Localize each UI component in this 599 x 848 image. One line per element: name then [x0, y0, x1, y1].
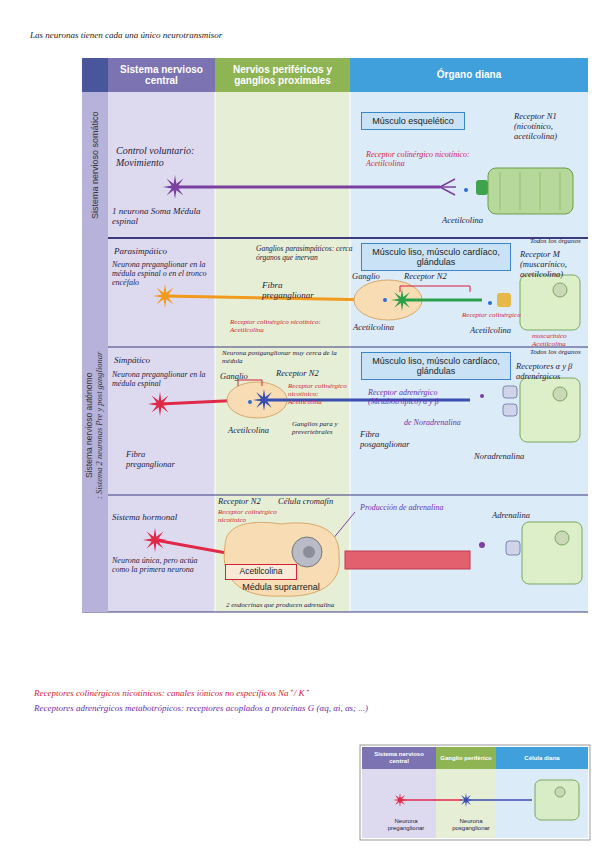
annotation-label: Receptor M (muscarínico, acetilcolina) [520, 250, 588, 279]
annotation-label: Receptor N1 (nicotínico, acetilcolina) [514, 112, 588, 141]
annotation-label: Acetilcolina [353, 323, 409, 333]
annotation-label: Simpático [114, 355, 204, 365]
inset-header: Célula diana [496, 747, 588, 769]
annotation-label: Acetilcolina [470, 326, 526, 336]
inset-header: Ganglio periférico [436, 747, 496, 769]
annotation-label: Neurona única, pero actúa como la primer… [112, 556, 210, 574]
annotation-label: Sistema hormonal [112, 512, 212, 522]
chromaffin-cell [292, 537, 322, 567]
annotation-label: Neurona preganglionar [380, 818, 432, 832]
annotation-label: Receptor N2 [276, 369, 336, 379]
organ-box: Músculo esquelético [361, 112, 465, 130]
node-text: Ganglio periférico [440, 755, 491, 762]
hormonal-path [143, 512, 582, 584]
annotation-label: Receptor colinérgico nicotínico: Acetilc… [230, 318, 350, 334]
row-line [108, 495, 588, 496]
annotation-label: Fibra preganglionar [126, 450, 196, 470]
annotation-label: Neurona postganglionar muy cerca de la m… [222, 349, 346, 365]
row-line [108, 347, 588, 348]
row-header: Sistema nervioso autónomo: Sistema 2 neu… [82, 238, 108, 612]
organ-box: Músculo liso, músculo cardíaco, glándula… [361, 243, 511, 271]
column-header: Órgano diana [350, 58, 588, 92]
annotation-label: 1 neurona Soma Médula espinal [112, 206, 212, 227]
annotation-label: Fibra preganglionar [262, 280, 332, 301]
column-line [215, 92, 216, 612]
row-line [82, 612, 588, 613]
node-text: Nervios periféricos y ganglios proximale… [217, 64, 348, 87]
node-text: Célula diana [524, 755, 559, 762]
annotation-label: Célula cromafín [278, 497, 344, 507]
annotation-label: Todos los órganos [530, 237, 588, 245]
inset-diagram [360, 745, 590, 840]
annotation-label: Receptor adrenérgico (Metabotrópico) α y… [368, 388, 484, 406]
annotation-label: Receptor N2 [404, 272, 454, 282]
corner-cell [82, 58, 108, 92]
node-text: Músculo liso, músculo cardíaco, glándula… [364, 356, 508, 377]
annotation-label: Receptor N2 [218, 497, 272, 507]
node-text: Sistema nervioso central [364, 751, 434, 765]
annotation-label: Ganglio [220, 372, 256, 382]
annotation-label: Neurona preganglionar en la médula espin… [112, 260, 212, 288]
annotation-label: Receptor colinérgico [462, 311, 528, 319]
annotation-label: Adrenalina [492, 511, 552, 521]
annotation-label: Receptor colinérgico nicotínico: Acetilc… [288, 382, 350, 406]
annotation-label: Todos los órganos [530, 348, 588, 356]
node-text: Sistema nervioso central [110, 64, 213, 87]
cell-nucleus [303, 546, 315, 558]
annotation-label: Noradrenalina [474, 452, 544, 462]
node-text: Sistema nervioso autónomo [85, 372, 95, 477]
column-line [350, 92, 351, 612]
column-header: Nervios periféricos y ganglios proximale… [215, 58, 350, 92]
annotation-label: Ganglio [352, 272, 392, 282]
gland-outline [224, 522, 339, 596]
organ-box: Músculo liso, músculo cardíaco, glándula… [361, 352, 511, 380]
node-text: : Sistema 2 neuronas Pre y post ganglion… [95, 351, 105, 498]
annotation-label: Receptores α y β adrenérgicos [516, 362, 588, 382]
neurotransmitter-box: Acetilcolina [225, 564, 297, 580]
annotation-label: Control voluntario: Movimiento [116, 145, 211, 168]
annotation-label: Neurona posganglionar [444, 818, 498, 832]
annotation-label: Fibra posganglionar [360, 430, 426, 450]
parasympathetic-neurons [153, 275, 580, 330]
annotation-label: Ganglios parasimpáticos: cerca órganos q… [256, 245, 356, 262]
annotation-label: Receptores colinérgicos nicotínicos: can… [34, 688, 594, 698]
annotation-label: Ganglios para y prevertebrales [292, 420, 350, 436]
annotation-label: Producción de adrenalina [360, 503, 484, 512]
annotation-label: muscarínico Acetilcolina [532, 332, 588, 348]
adrenal-medulla: Médula suprarrenal Acetilcolina [215, 516, 347, 600]
organ-column [350, 92, 588, 612]
annotation-label: Neurona preganglionar en la médula espin… [112, 370, 212, 388]
annotation-label: de Noradrenalina [404, 418, 494, 427]
node-text: Músculo liso, músculo cardíaco, glándula… [364, 247, 508, 268]
row-line [82, 237, 588, 239]
peripheral-column [215, 92, 350, 612]
annotation-label: 2 endocrinas que producen adrenalina [226, 601, 376, 609]
annotation-label: Receptores adrenérgicos metabotrópicos: … [34, 703, 594, 713]
annotation-label: Acetilcolina [228, 426, 288, 436]
annotation-label: Acetilcolina [442, 216, 502, 226]
node-text: Órgano diana [437, 69, 501, 81]
node-text: Médula suprarrenal [242, 582, 320, 592]
cns-column [108, 92, 215, 612]
annotation-label: Receptor colinérgico nicotínico [218, 508, 302, 524]
somatic-neuron [163, 168, 573, 214]
node-text: Acetilcolina [240, 567, 283, 577]
row-header: Sistema nervioso somático [82, 92, 108, 238]
annotation-label: Receptor colinérgico nicotínico: Acetilc… [366, 150, 478, 168]
node-text: Músculo esquelético [372, 116, 454, 126]
column-header: Sistema nervioso central [108, 58, 215, 92]
inset-header: Sistema nervioso central [362, 747, 436, 769]
node-text: Sistema nervioso somático [90, 111, 100, 219]
annotation-label: Parasimpático [114, 246, 204, 256]
page-title: Las neuronas tienen cada una único neuro… [30, 30, 570, 40]
